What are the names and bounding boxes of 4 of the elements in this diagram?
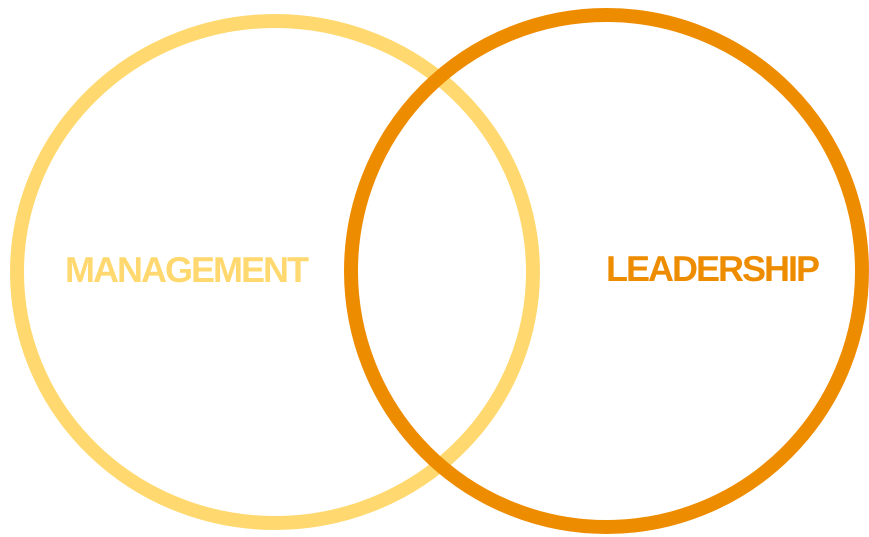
venn-circle: [10, 14, 540, 530]
venn-circle: [344, 8, 869, 534]
circle-label: LEADERSHIP: [606, 251, 818, 287]
circle-label: MANAGEMENT: [65, 252, 307, 288]
